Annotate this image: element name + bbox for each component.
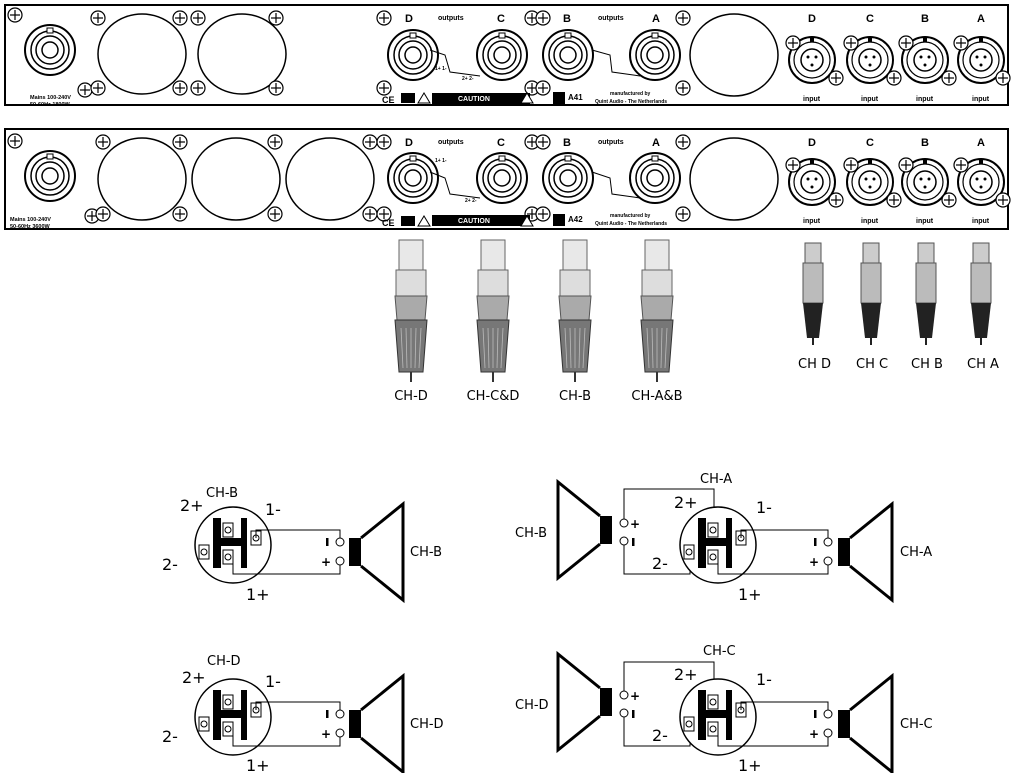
pin-label: 2+ 2- [462,76,474,82]
amplifier-panel-a42: Mains 100-240V 50-60Hz 3600W D C outputs… [4,128,1011,230]
wiring-ch-c-d: CH-D + CH-C 2+ 1- 2- 1+ + CH-C [515,644,933,773]
svg-text:+: + [809,555,819,569]
manufacturer-label: manufactured by [610,213,651,219]
xlr-label-ch-b: CH B [911,357,943,372]
xlr-label-ch-a: CH A [967,357,999,372]
pin-label: 1+ 1- [435,66,447,72]
input-label: input [972,218,990,225]
outputs-label: outputs [598,15,624,22]
svg-text:+: + [321,727,331,741]
input-ch-b: B [921,13,929,25]
output-label-a: A [652,137,660,149]
svg-text:+: + [321,555,331,569]
speaker-label: CH-B [410,545,442,560]
output-label-b: B [563,13,571,25]
disc-top-label: CH-B [206,486,238,501]
speakon-plugs: CH-D CH-C&D CH-B CH-A&B [394,239,683,404]
output-label-b: B [563,137,571,149]
output-label-d: D [405,13,413,25]
pin-2plus: 2+ [674,493,698,512]
outputs-label: outputs [438,15,464,22]
manufacturer-label: manufactured by [610,91,651,97]
pin-2minus: 2- [652,554,668,573]
input-ch-b: B [921,137,929,149]
outputs-label: outputs [438,139,464,146]
left-speaker-label: CH-D [515,698,549,713]
disc-top-label: CH-D [207,654,241,669]
pin-1plus: 1+ [246,585,270,604]
input-ch-a: A [977,137,985,149]
speaker-label: CH-C [900,717,933,732]
disc-top-label: CH-A [700,472,732,487]
ce-mark: CE [382,95,395,105]
input-ch-a: A [977,13,985,25]
mains-label: Mains 100-240V [30,95,71,101]
pin-2minus: 2- [162,727,178,746]
xlr-plugs: CH D CH C CH B CH A [798,242,999,372]
left-speaker-label: CH-B [515,526,547,541]
blank-plate [197,13,287,95]
blank-plate [97,13,187,95]
pin-label: 1+ 1- [435,158,447,164]
xlr-label-ch-c: CH C [856,357,888,372]
pin-2plus: 2+ [674,665,698,684]
input-ch-d: D [808,137,816,149]
mains-label: Mains 100-240V [10,217,51,223]
company-label: Quint Audio - The Netherlands [595,99,667,105]
input-label: input [803,218,821,225]
model-label: A42 [568,215,583,224]
speaker-label: CH-A [900,545,932,560]
input-label: input [972,96,990,103]
input-label: input [861,96,879,103]
input-label: input [916,218,934,225]
output-label-c: C [497,137,505,149]
pin-2plus: 2+ [180,496,204,515]
pin-2plus: 2+ [182,668,206,687]
outputs-label: outputs [598,139,624,146]
plug-label-ch-ab: CH-A&B [631,389,682,404]
svg-text:+: + [630,517,640,531]
mains-freq: 50-60Hz 1800W [30,102,71,108]
output-label-d: D [405,137,413,149]
speaker-label: CH-D [410,717,444,732]
output-label-c: C [497,13,505,25]
pin-2minus: 2- [162,555,178,574]
input-ch-d: D [808,13,816,25]
wiring-ch-a-b: CH-B + CH-A 2+ 1- 2- 1+ + CH-A [515,472,932,604]
company-label: Quint Audio - The Netherlands [595,221,667,227]
wiring-ch-b: CH-B 2+ 1- 2- 1+ + CH-B [162,486,442,604]
svg-text:+: + [630,689,640,703]
pin-1minus: 1- [265,500,281,519]
input-ch-c: C [866,13,874,25]
pin-2minus: 2- [652,726,668,745]
disc-top-label: CH-C [703,644,736,659]
input-label: input [803,96,821,103]
amplifier-panel-a41: Mains 100-240V 50-60Hz 1800W D C outputs… [4,4,1011,108]
pin-1plus: 1+ [738,585,762,604]
pin-1plus: 1+ [246,756,270,773]
plug-label-ch-b: CH-B [559,389,591,404]
xlr-label-ch-d: CH D [798,357,831,372]
mains-freq: 50-60Hz 3600W [10,224,51,230]
caution-label: CAUTION [458,96,490,103]
plug-label-ch-d: CH-D [394,389,428,404]
input-label: input [861,218,879,225]
model-label: A41 [568,93,583,102]
pin-1plus: 1+ [738,756,762,773]
output-label-a: A [652,13,660,25]
plug-label-ch-cd: CH-C&D [467,389,520,404]
pin-1minus: 1- [265,672,281,691]
pin-label: 2+ 2- [465,198,477,204]
caution-label: CAUTION [458,218,490,225]
input-ch-c: C [866,137,874,149]
ce-mark: CE [382,218,395,228]
pin-1minus: 1- [756,498,772,517]
svg-text:+: + [809,727,819,741]
wiring-ch-d: CH-D 2+ 1- 2- 1+ + CH-D [162,654,444,773]
pin-1minus: 1- [756,670,772,689]
input-label: input [916,96,934,103]
